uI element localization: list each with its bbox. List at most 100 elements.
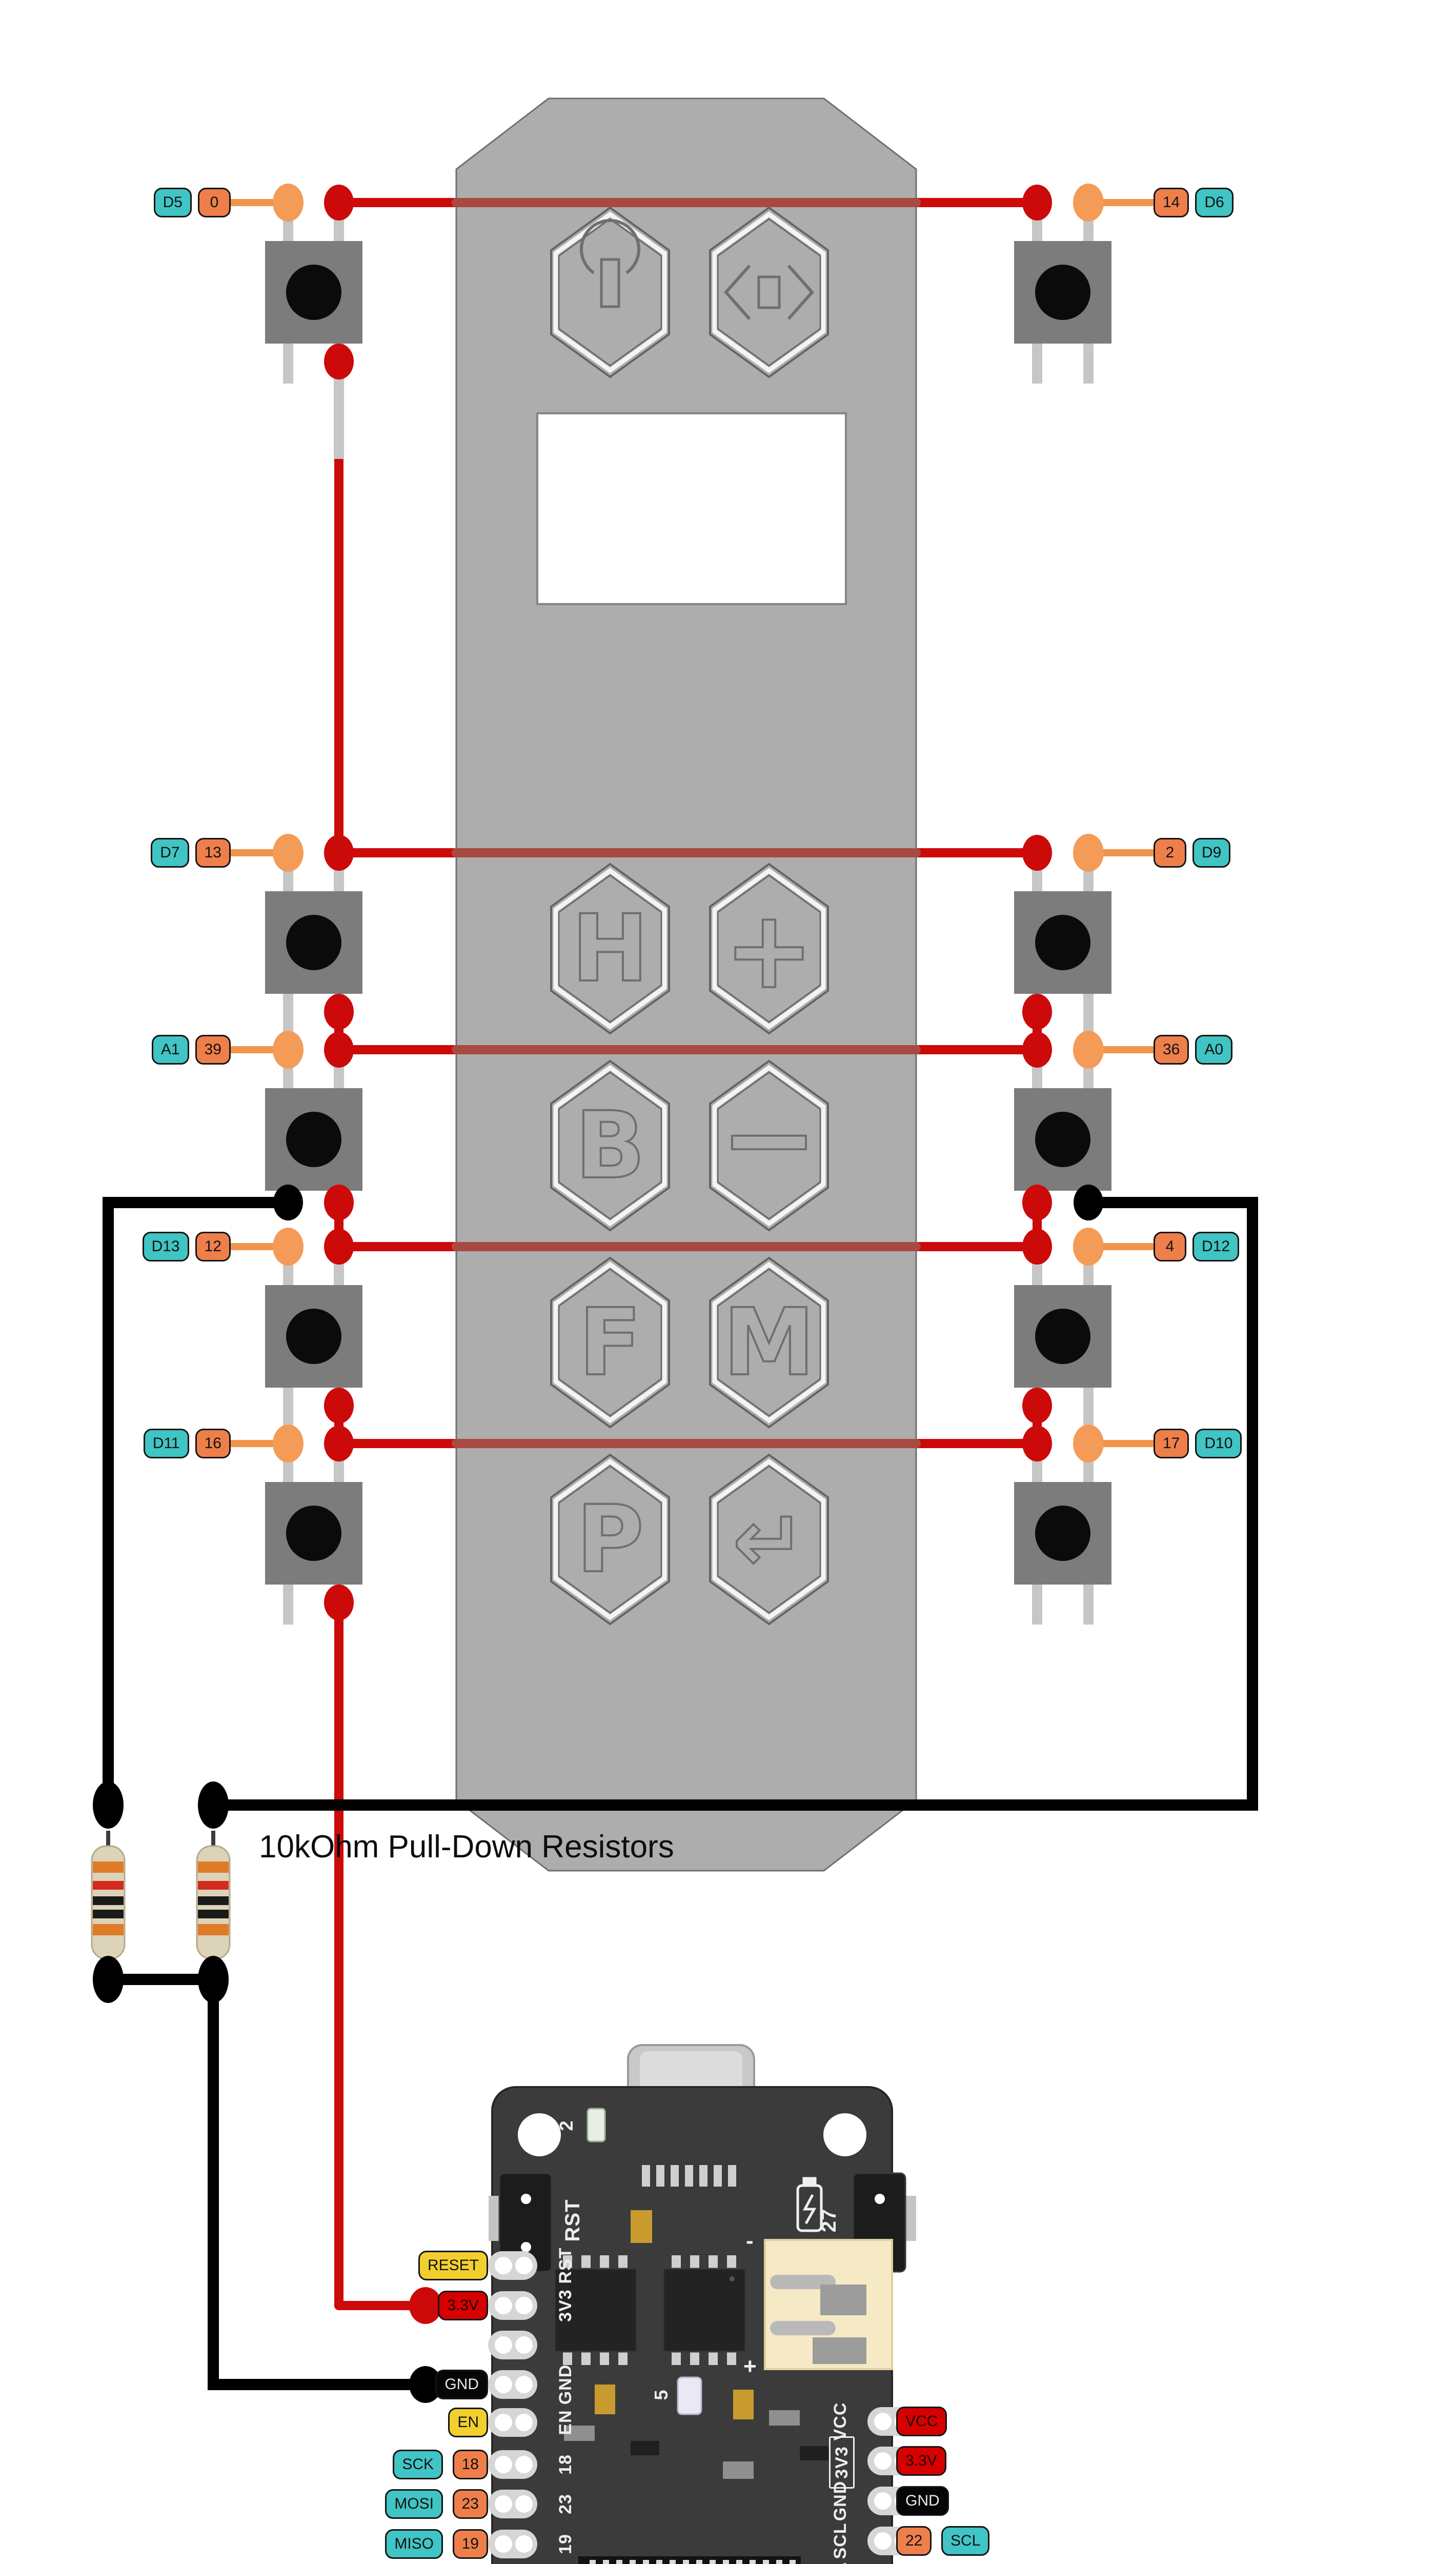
pin-badge-port: 17: [1154, 1429, 1189, 1458]
pin-badge-control: EN: [448, 2408, 488, 2437]
pin-badge-port: 36: [1154, 1035, 1189, 1065]
silkscreen-label: SDA: [830, 2558, 851, 2564]
pin-badge-power: VCC: [896, 2407, 947, 2436]
hex-letter-F: F: [579, 1289, 642, 1396]
led-2: [587, 2108, 606, 2142]
pin-badge-ide: SCL: [941, 2526, 990, 2556]
pin-badge-ide: D13: [142, 1232, 189, 1261]
fpc-connector: [578, 2556, 801, 2564]
pin-row: VCC: [896, 2405, 1343, 2438]
pin-badge-port: 14: [1154, 188, 1189, 217]
remote-hex-buttons: H + B − F M P ↵: [551, 208, 828, 1624]
wiring-row: 17 D10: [1154, 1427, 1307, 1460]
mounting-holes: [518, 2113, 866, 2156]
remote-body: [455, 97, 917, 1872]
silkscreen-label: 23: [555, 2494, 575, 2514]
hex-letter-B: B: [575, 1092, 645, 1199]
power-icon: [580, 219, 640, 308]
pin-badge-ide: D12: [1192, 1232, 1240, 1261]
pin-badge-port: 18: [452, 2450, 488, 2479]
pin-badge-ide: D5: [153, 188, 192, 217]
pin-badge-ide: D11: [143, 1429, 189, 1458]
pin-row: EN: [41, 2406, 488, 2439]
pin-badge-port: 23: [452, 2489, 488, 2519]
wiring-row: 2 D9: [1154, 836, 1307, 869]
hex-letter-H: H: [572, 895, 649, 1003]
wiring-row: 4 D12: [1154, 1230, 1307, 1263]
pulldown-resistors: [92, 1781, 230, 2003]
pin-badge-port: 16: [195, 1429, 231, 1458]
gpio27-switch-label: 27: [817, 2208, 840, 2233]
pin-badge-power: 3.3V: [438, 2291, 488, 2320]
pin-row: RESET: [41, 2249, 488, 2282]
led-5: [677, 2376, 702, 2415]
pin-badge-gnd: GND: [435, 2370, 488, 2399]
pin-badge-power: 3.3V: [896, 2446, 946, 2476]
jst-battery-connector: [764, 2239, 893, 2370]
hex-letter-P: P: [576, 1486, 644, 1593]
junction-dot: [198, 1781, 229, 1829]
reset-switch: [489, 2172, 553, 2273]
pin-row: 3.3V: [896, 2445, 1343, 2477]
junction-dot: [93, 1781, 124, 1829]
wiring-row: 14 D6: [1154, 186, 1307, 219]
red-power-wires: [334, 198, 1042, 2310]
pin-badge-ide: D10: [1195, 1429, 1242, 1458]
led5-label: 5: [651, 2389, 672, 2400]
pin-row: GND: [41, 2368, 488, 2401]
pin-badge-port: 4: [1154, 1232, 1186, 1261]
pin-badge-ide: MISO: [385, 2529, 443, 2559]
pin-badge-port: 13: [195, 838, 231, 868]
silkscreen-label: EN: [555, 2410, 575, 2435]
connection-dots: [273, 184, 1104, 2403]
wiring-row: D13 12: [77, 1230, 231, 1263]
wiring-row: D11 16: [77, 1427, 231, 1460]
hex-letter-return: ↵: [733, 1491, 805, 1592]
pin-row: MISO 19: [41, 2528, 488, 2560]
wiring-row: 36 A0: [1154, 1033, 1307, 1066]
silkscreen-label: GND: [830, 2480, 850, 2521]
pin-row: SCK 18: [41, 2448, 488, 2481]
pin-badge-ide: D6: [1195, 188, 1233, 217]
pin-badge-port: 12: [195, 1232, 231, 1261]
pin-badge-port: 0: [198, 188, 231, 217]
wiring-row: D5 0: [77, 186, 231, 219]
pin-badge-port: 2: [1154, 838, 1186, 868]
pin-badge-ide: A1: [151, 1035, 189, 1065]
smd-components: [564, 2210, 828, 2479]
esp32-board: [488, 2044, 917, 2564]
hex-letter-M: M: [723, 1289, 815, 1396]
soic-chips: [554, 2255, 746, 2365]
reset-switch-label: RST: [561, 2199, 584, 2242]
silkscreen-label: 19: [555, 2534, 575, 2554]
pin-row: GND: [896, 2485, 1343, 2517]
hex-letter-plus: +: [724, 887, 814, 1013]
pin-badge-port: 39: [195, 1035, 231, 1065]
pin-badge-ide: D9: [1192, 838, 1231, 868]
wiring-row: A1 39: [77, 1033, 231, 1066]
black-gnd-wires: [103, 1197, 1258, 2390]
junction-dot: [198, 1956, 229, 2003]
pin-badge-port: 19: [452, 2529, 488, 2559]
battery-plus-label: +: [743, 2354, 757, 2379]
pin-row: 22 SCL: [896, 2525, 1343, 2557]
pin-badge-ide: A0: [1195, 1035, 1233, 1065]
pin-row: 3.3V: [41, 2289, 488, 2322]
battery-minus-label: -: [746, 2228, 754, 2253]
pin-badge-control: RESET: [418, 2251, 488, 2280]
pin-badge-ide: SCK: [393, 2450, 443, 2479]
wiring-row: D7 13: [77, 836, 231, 869]
silkscreen-label: SCL: [830, 2522, 850, 2559]
pin-row: MOSI 23: [41, 2488, 488, 2520]
battery-icon: [796, 2177, 823, 2232]
silkscreen-label: 3V3: [555, 2289, 575, 2322]
pin-badge-port: 22: [896, 2526, 932, 2556]
pin-badge-gnd: GND: [896, 2486, 949, 2516]
resistor-annotation: 10kOhm Pull-Down Resistors: [259, 1829, 674, 1865]
code-icon: [723, 265, 815, 320]
pin-badge-ide: D7: [151, 838, 189, 868]
led2-label: 2: [556, 2120, 577, 2131]
junction-dot: [93, 1956, 124, 2003]
